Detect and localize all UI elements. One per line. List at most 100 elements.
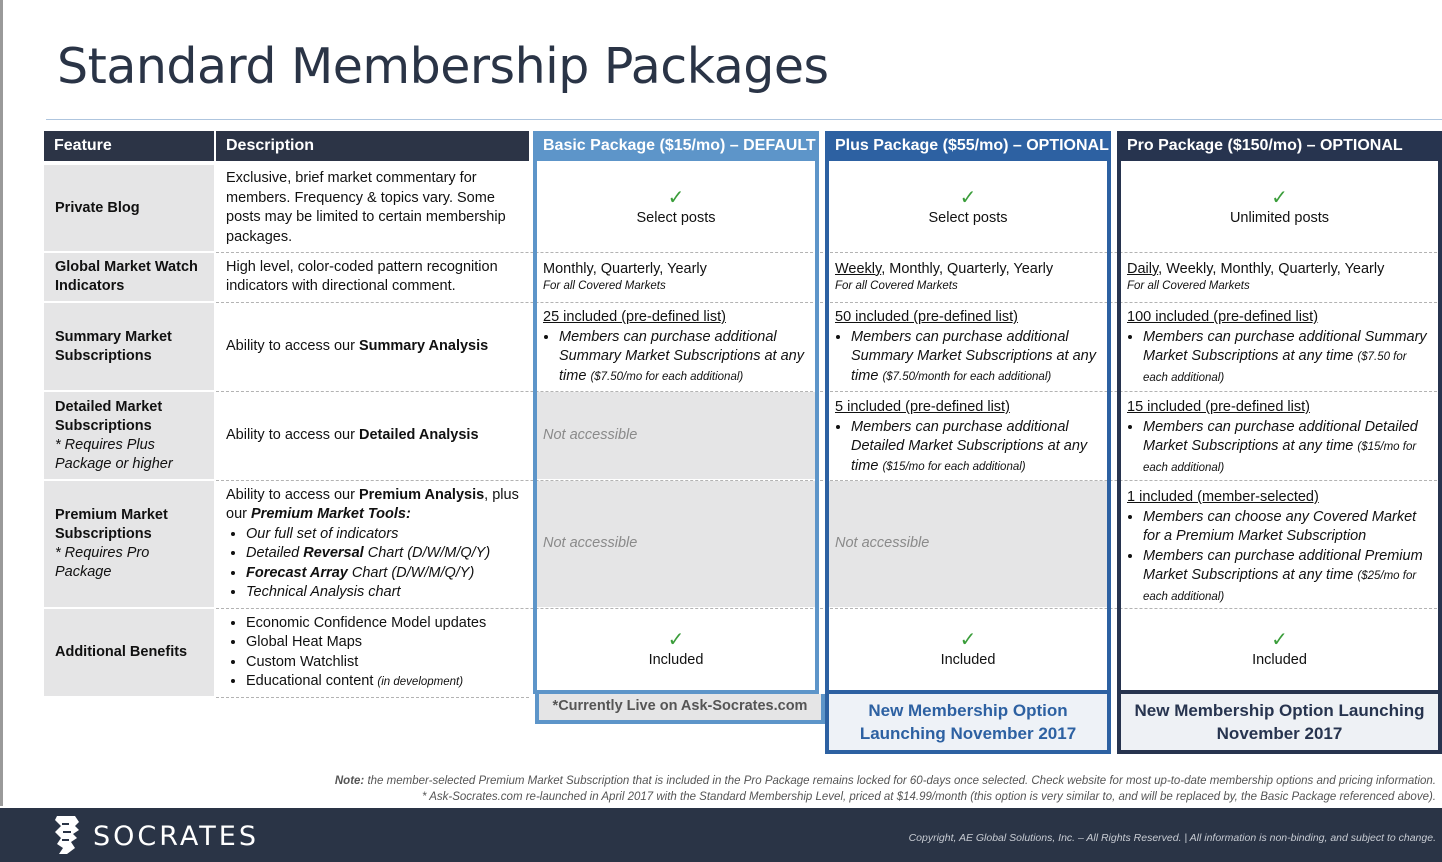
feature-label: Additional Benefits: [55, 644, 188, 660]
pro-summary-cell: 100 included (pre-defined list) Members …: [1121, 303, 1438, 390]
feature-label: Premium Market Subscriptions: [55, 507, 168, 542]
row-divider: [216, 608, 1442, 609]
copyright-text: Copyright, AE Global Solutions, Inc. – A…: [908, 832, 1436, 844]
cell-note: For all Covered Markets: [1127, 280, 1250, 293]
list-item: Members can choose any Covered Market fo…: [1143, 508, 1432, 547]
brand-name: SOCRATES: [93, 821, 259, 852]
cell-value: 1 included (member-selected): [1127, 489, 1319, 505]
feature-label: Detailed Market Subscriptions: [55, 398, 163, 434]
basic-blog-cell: ✓Select posts: [537, 165, 815, 251]
plus-blog-cell: ✓Select posts: [829, 165, 1107, 251]
cell-value: Included: [1252, 651, 1307, 668]
list-item: Members can purchase additional Detailed…: [1143, 418, 1432, 479]
description-text: Ability to access our: [226, 426, 359, 443]
premium-tools-list: Our full set of indicators Detailed Reve…: [226, 525, 519, 603]
plus-detailed-cell: 5 included (pre-defined list) Members ca…: [829, 392, 1107, 479]
premium-tools-label: Premium Market Tools:: [251, 506, 411, 522]
desc-additional-benefits: Economic Confidence Model updates Global…: [216, 609, 529, 696]
cell-value: Included: [648, 651, 704, 668]
row-divider: [216, 391, 1442, 392]
left-edge-bar: [0, 0, 3, 806]
cell-value: 25 included (pre-defined list): [543, 309, 726, 325]
list-item: Technical Analysis chart: [246, 583, 519, 603]
description-bold: Detailed Analysis: [358, 426, 479, 443]
cell-value: Monthly, Quarterly, Yearly: [543, 260, 707, 277]
list-item: Forecast Array Chart (D/W/M/Q/Y): [246, 564, 519, 584]
cell-value: Included: [940, 651, 996, 668]
header-description: Description: [216, 131, 529, 161]
desc-detailed-market: Ability to access our Detailed Analysis: [216, 392, 529, 479]
pro-gmw-cell: Daily, Weekly, Monthly, Quarterly, Yearl…: [1121, 253, 1438, 301]
check-icon: ✓: [1271, 187, 1288, 210]
check-icon: ✓: [667, 187, 685, 210]
header-feature: Feature: [44, 131, 214, 161]
pro-package-footer: New Membership Option Launching November…: [1117, 694, 1442, 754]
feature-requirement: * Requires Pro Package: [55, 545, 150, 580]
list-item: Our full set of indicators: [246, 525, 519, 545]
list-item: Economic Confidence Model updates: [246, 614, 519, 634]
header-basic-package: Basic Package ($15/mo) – DEFAULT: [533, 131, 819, 161]
plus-package-frame: [825, 160, 1111, 694]
list-item: Members can purchase additional Summary …: [559, 328, 809, 388]
feature-label: Summary Market Subscriptions: [55, 328, 172, 364]
cell-note: For all Covered Markets: [835, 280, 958, 293]
note-line: Note: the member-selected Premium Market…: [335, 775, 1436, 787]
socrates-logo-icon: [55, 816, 79, 854]
cell-value: Select posts: [636, 210, 716, 227]
list-item: Members can purchase additional Detailed…: [851, 418, 1101, 478]
note-label: Note:: [334, 775, 365, 787]
cell-value: 15 included (pre-defined list): [1127, 399, 1310, 415]
list-item: Custom Watchlist: [246, 653, 519, 673]
desc-global-market-watch: High level, color-coded pattern recognit…: [216, 253, 529, 301]
footnote-line: * Ask-Socrates.com re-launched in April …: [421, 791, 1436, 803]
desc-summary-market: Ability to access our Summary Analysis: [216, 303, 529, 390]
feature-additional-benefits: Additional Benefits: [44, 609, 214, 696]
pro-benefits-cell: ✓Included: [1121, 609, 1438, 690]
cell-value: Unlimited posts: [1229, 210, 1330, 227]
cell-value-highlight: Weekly: [835, 260, 882, 277]
not-accessible-text: Not accessible: [543, 535, 638, 552]
description-text: Exclusive, brief market commentary for m…: [226, 170, 506, 245]
row-divider: [216, 302, 1442, 303]
footer-text: New Membership Option Launching November…: [859, 701, 1077, 743]
feature-label: Global Market Watch Indicators: [55, 259, 198, 294]
check-icon: ✓: [1271, 628, 1288, 651]
feature-summary-market: Summary Market Subscriptions: [44, 303, 214, 390]
list-item: Global Heat Maps: [246, 633, 519, 653]
basic-premium-cell: Not accessible: [537, 481, 815, 607]
cell-value: , Monthly, Quarterly, Yearly: [881, 260, 1054, 277]
list-item: Members can purchase additional Summary …: [851, 328, 1101, 388]
header-plus-package: Plus Package ($55/mo) – OPTIONAL: [825, 131, 1111, 161]
check-icon: ✓: [959, 187, 977, 210]
benefits-list: Economic Confidence Model updates Global…: [226, 614, 519, 692]
header-pro-package: Pro Package ($150/mo) – OPTIONAL: [1117, 131, 1442, 161]
description-text: High level, color-coded pattern recognit…: [226, 258, 498, 295]
cell-value: , Weekly, Monthly, Quarterly, Yearly: [1158, 260, 1385, 277]
row-divider: [216, 480, 1442, 481]
plus-package-footer: New Membership Option Launching November…: [825, 694, 1111, 754]
check-icon: ✓: [959, 628, 977, 651]
basic-package-frame: [533, 160, 819, 694]
description-text: Ability to access our: [226, 337, 359, 354]
feature-premium-market: Premium Market Subscriptions* Requires P…: [44, 481, 214, 607]
list-item: Members can purchase additional Summary …: [1143, 328, 1432, 389]
row-divider: [216, 252, 1442, 253]
pro-package-frame: [1117, 160, 1442, 694]
cell-value: 5 included (pre-defined list): [835, 399, 1010, 415]
note-text: the member-selected Premium Market Subsc…: [364, 775, 1436, 787]
pro-blog-cell: ✓Unlimited posts: [1121, 165, 1438, 251]
plus-summary-cell: 50 included (pre-defined list) Members c…: [829, 303, 1107, 390]
title-divider: [46, 119, 1442, 120]
plus-premium-cell: Not accessible: [829, 481, 1107, 607]
cell-value: 50 included (pre-defined list): [835, 309, 1018, 325]
desc-premium-market: Ability to access our Premium Analysis, …: [216, 481, 529, 607]
basic-detailed-cell: Not accessible: [537, 392, 815, 479]
pro-detailed-cell: 15 included (pre-defined list) Members c…: [1121, 392, 1438, 479]
cell-note: For all Covered Markets: [543, 280, 666, 293]
feature-private-blog: Private Blog: [44, 165, 214, 251]
feature-global-market-watch: Global Market Watch Indicators: [44, 253, 214, 301]
not-accessible-text: Not accessible: [835, 535, 930, 552]
description-text: , plus our: [226, 486, 519, 523]
feature-requirement: * Requires Plus Package or higher: [55, 436, 173, 472]
